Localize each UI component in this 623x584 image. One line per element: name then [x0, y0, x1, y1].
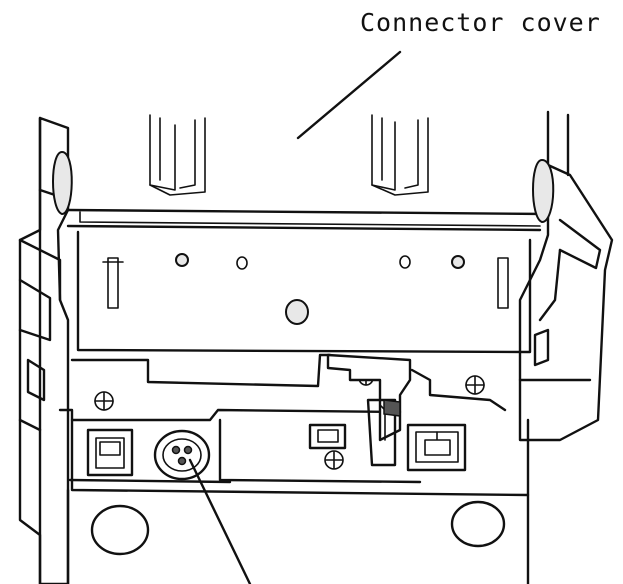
- connector-cover-label: Connector cover: [360, 8, 601, 37]
- left-housing-wall: [18, 116, 70, 584]
- switch-assembly: [326, 353, 412, 467]
- bottom-left-hole: [90, 504, 150, 556]
- network-jack: [406, 423, 467, 472]
- connector-cover: [66, 114, 550, 354]
- left-clip: [52, 150, 73, 216]
- connector-cover-leader-line: [296, 50, 402, 140]
- right-clip: [532, 158, 555, 224]
- power-connector: [153, 429, 211, 481]
- small-connector: [308, 423, 347, 470]
- right-housing-wall: [518, 110, 614, 442]
- connector-plate: [58, 353, 530, 584]
- bottom-right-hole: [450, 500, 506, 548]
- left-latch: [102, 257, 124, 309]
- bottom-leader-line: [188, 458, 252, 584]
- right-latch: [497, 257, 509, 309]
- modular-jack: [86, 428, 134, 477]
- panel-holes: [175, 253, 465, 325]
